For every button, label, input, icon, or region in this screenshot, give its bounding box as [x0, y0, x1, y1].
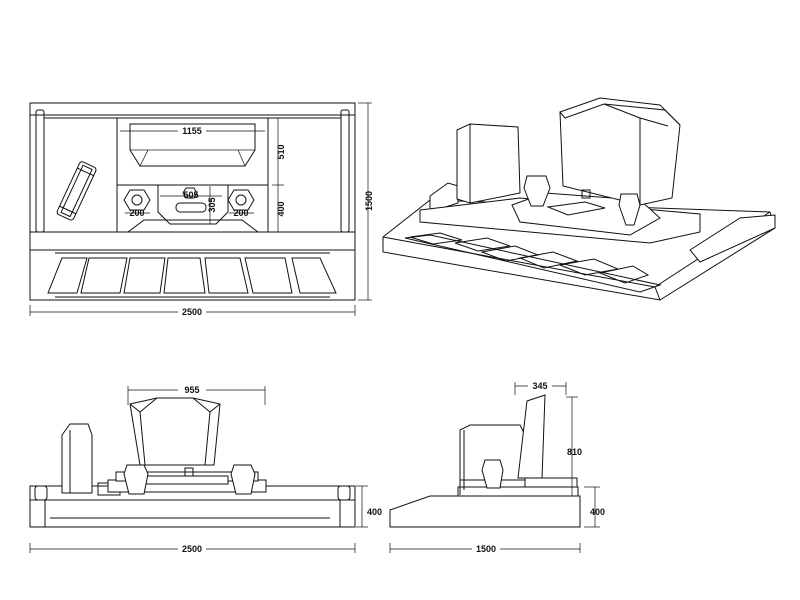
plan-side-stone — [56, 161, 97, 221]
plan-vase-left — [123, 189, 151, 211]
dim-plan-offering-width: 505 — [183, 190, 198, 200]
dim-plan-headstone-width: 1155 — [182, 126, 202, 136]
dim-front-base-height: 400 — [367, 507, 382, 517]
side-vase — [481, 459, 504, 489]
dim-plan-headstone-depth: 510 — [276, 144, 286, 159]
dim-side-stone-height: 810 — [567, 447, 582, 457]
front-side-stone — [61, 423, 93, 494]
plan-view: 1155 510 400 505 305 200 200 1500 2500 — [29, 102, 374, 317]
plan-left-post — [35, 109, 45, 233]
dim-plan-front-depth: 400 — [276, 201, 286, 216]
front-view: 955 400 2500 — [29, 385, 382, 554]
dim-side-base-height: 400 — [590, 507, 605, 517]
front-vase-left — [123, 464, 149, 495]
front-base — [29, 499, 356, 528]
dim-plan-vase-left: 200 — [129, 208, 144, 218]
plan-incense-slot — [175, 202, 207, 213]
side-view: 345 810 400 1500 — [389, 381, 605, 554]
dim-front-total-width: 2500 — [182, 544, 202, 554]
plan-slabs — [47, 257, 337, 294]
dim-plan-total-depth: 1500 — [364, 191, 374, 211]
iso-side-stone — [456, 123, 521, 204]
dim-plan-offering-depth: 305 — [207, 197, 217, 212]
plan-incense-holder — [182, 187, 198, 199]
plan-right-post — [340, 109, 350, 233]
iso-vase-left — [523, 175, 551, 207]
iso-headstone — [559, 97, 681, 206]
dim-plan-vase-right: 200 — [233, 208, 248, 218]
plan-monument-outline — [116, 117, 269, 233]
plan-vase-right — [227, 189, 255, 211]
dim-front-headstone-width: 955 — [184, 385, 199, 395]
plan-offering-table — [157, 184, 229, 225]
front-vase-right — [230, 464, 256, 495]
dim-plan-total-width: 2500 — [182, 307, 202, 317]
side-base — [389, 495, 581, 528]
front-headstone — [129, 397, 221, 466]
isometric-view — [382, 97, 776, 301]
dim-side-total-depth: 1500 — [476, 544, 496, 554]
iso-vase-right — [618, 193, 641, 226]
dim-side-stone-depth: 345 — [532, 381, 547, 391]
